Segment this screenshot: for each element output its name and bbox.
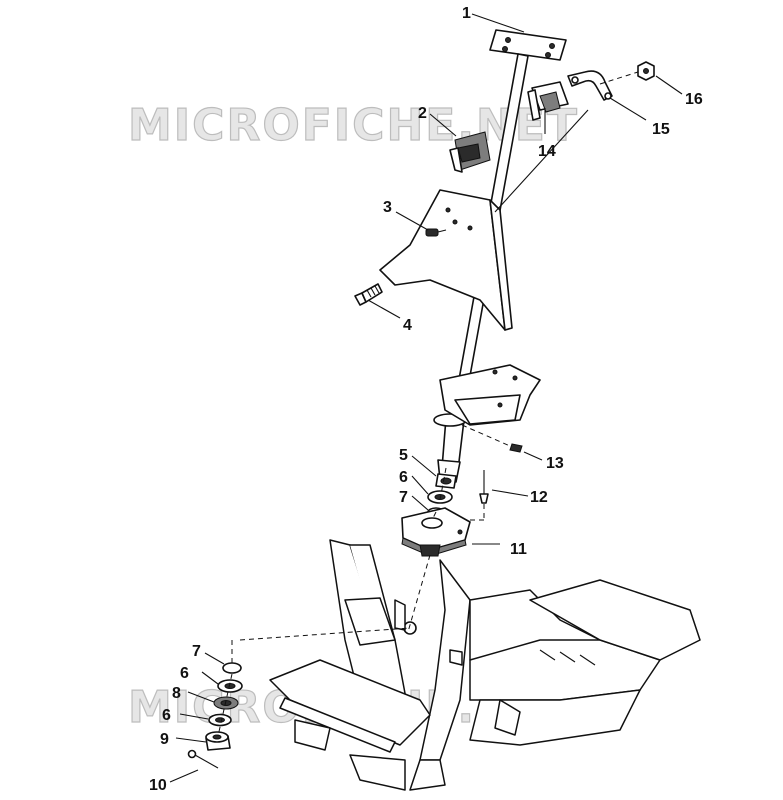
callout-6-lower-1: 6	[180, 665, 189, 682]
part-12-pin	[479, 470, 489, 504]
part-10-cotter-pin	[187, 749, 219, 769]
frame-assembly	[269, 539, 701, 791]
callout-labels: 1 2 3 4 5 6 7 11 12 13 14 15 16 7 6 8 6 …	[149, 5, 703, 794]
callout-7-lower: 7	[192, 643, 201, 660]
part-6-upper-washer	[427, 490, 453, 504]
callout-7-upper: 7	[399, 489, 408, 506]
callout-11: 11	[510, 541, 527, 558]
part-2-bushing	[449, 131, 491, 173]
part-15-u-clamp	[567, 70, 613, 101]
callout-13: 13	[546, 455, 564, 472]
part-6-lower-washer-2	[208, 713, 232, 727]
callout-6-upper: 6	[399, 469, 408, 486]
callout-4: 4	[403, 317, 412, 334]
callout-6-lower-2: 6	[162, 707, 171, 724]
part-6-lower-washer-1	[217, 679, 243, 693]
part-11-bearing-block	[401, 507, 471, 557]
callout-14: 14	[538, 143, 556, 160]
column-bracket	[379, 189, 513, 331]
callout-12: 12	[530, 489, 548, 506]
part-8-spacer	[213, 696, 239, 710]
callout-5: 5	[399, 447, 408, 464]
part-9-castle-nut	[205, 731, 231, 751]
watermark-top: MICROFICHE.NET	[128, 100, 579, 151]
lower-column-bracket	[439, 364, 541, 426]
callout-8: 8	[172, 685, 181, 702]
assembly-lines	[217, 71, 639, 737]
part-3-screw	[425, 228, 447, 237]
callout-3: 3	[383, 199, 392, 216]
part-4-bolt	[354, 283, 383, 306]
callout-9: 9	[160, 731, 169, 748]
part-7-lower-o-ring	[222, 662, 242, 674]
callout-2: 2	[418, 105, 427, 122]
leader-lines	[169, 13, 683, 783]
callout-1: 1	[462, 5, 471, 22]
part-13-screw	[509, 443, 523, 453]
callout-15: 15	[652, 121, 670, 138]
part-5-bushing	[435, 473, 457, 489]
callout-16: 16	[685, 91, 703, 108]
part-14-clamp	[527, 81, 569, 121]
callout-10: 10	[149, 777, 167, 794]
part-16-nut	[637, 61, 655, 81]
